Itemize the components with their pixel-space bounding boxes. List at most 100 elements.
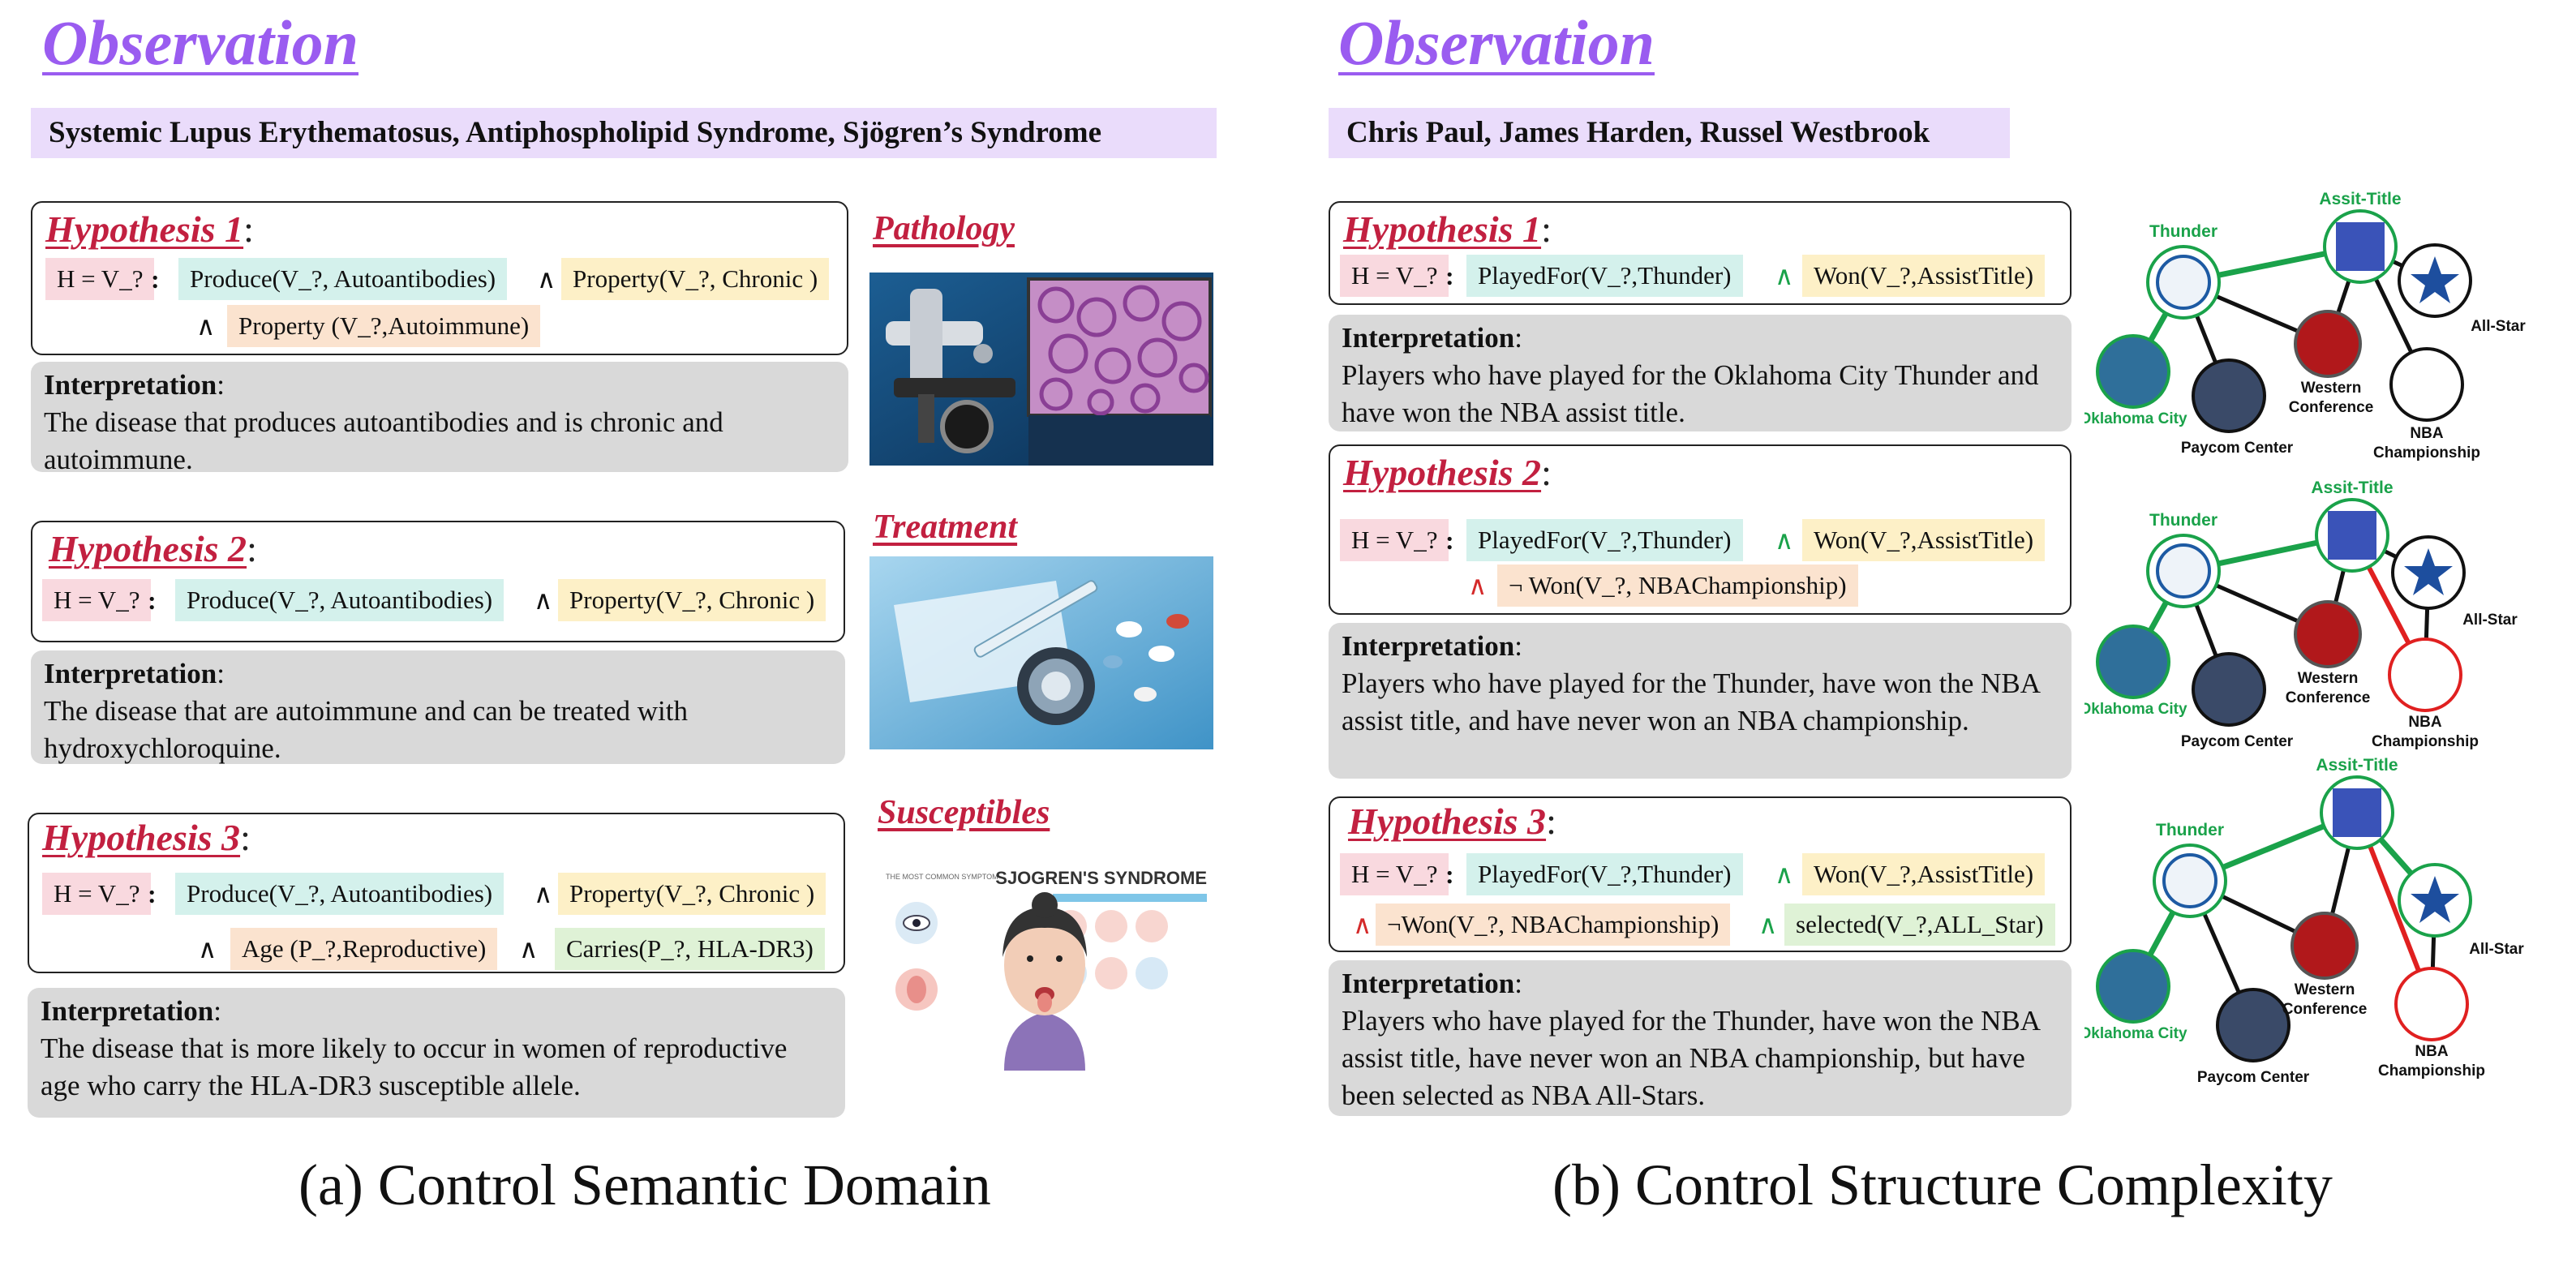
won-assist-predicate: Won(V_?,AssistTitle) <box>1802 853 2046 895</box>
microscope-image <box>869 273 1213 466</box>
right-observation-title: Observation <box>1338 7 1655 78</box>
node-thunder-label: Thunder <box>2149 511 2218 530</box>
poster-title: SJOGREN'S SYNDROME <box>995 868 1207 888</box>
and-operator: ∧ <box>1775 860 1794 889</box>
h-variable-token: H = V_? <box>1340 519 1449 561</box>
node-allstar-label: All-Star <box>2469 941 2524 958</box>
h-variable-token: H = V_? <box>45 258 155 300</box>
knowledge-graph-1: Thunder Assit-Title All-Star Oklahoma Ci… <box>2084 190 2526 461</box>
node-western-label: Western <box>2301 380 2362 397</box>
node-thunder-label: Thunder <box>2149 222 2218 241</box>
won-assist-predicate: Won(V_?,AssistTitle) <box>1802 519 2046 561</box>
and-operator: ∧ <box>1775 526 1794 555</box>
right-caption: (b) Control Structure Complexity <box>1552 1153 2333 1217</box>
right-observation-bar: Chris Paul, James Harden, Russel Westbro… <box>1329 108 2010 158</box>
sjogren-poster-image: THE MOST COMMON SYMPTOM SJOGREN'S SYNDRO… <box>882 860 1215 1071</box>
h-variable-token: H = V_? <box>1340 255 1449 297</box>
not-won-championship-predicate: ¬ Won(V_?, NBAChampionship) <box>1497 564 1858 607</box>
age-predicate: Age (P_?,Reproductive) <box>230 928 498 970</box>
right-hypothesis-1-box: Hypothesis 1: H = V_? : PlayedFor(V_?,Th… <box>1329 201 2072 305</box>
separator-colon: : <box>148 879 157 908</box>
left-interpretation-3: Interpretation: The disease that is more… <box>28 988 845 1118</box>
separator-colon: : <box>1445 261 1454 290</box>
node-championship-label: Championship <box>2373 444 2480 461</box>
left-interpretation-1: Interpretation: The disease that produce… <box>31 362 848 475</box>
poster-small-text: THE MOST COMMON SYMPTOM <box>886 873 998 881</box>
right-hypothesis-3-box: Hypothesis 3: H = V_? : PlayedFor(V_?,Th… <box>1329 796 2072 952</box>
property-chronic-predicate: Property(V_?, Chronic ) <box>561 258 830 300</box>
carries-predicate: Carries(P_?, HLA-DR3) <box>555 928 825 970</box>
right-interpretation-3: Interpretation: Players who have played … <box>1329 960 2072 1116</box>
right-interpretation-1: Interpretation: Players who have played … <box>1329 315 2072 431</box>
and-operator: ∧ <box>1468 571 1488 600</box>
node-conference-label: Conference <box>2286 689 2371 706</box>
right-hypothesis-2-box: Hypothesis 2: H = V_? : PlayedFor(V_?,Th… <box>1329 444 2072 615</box>
node-nba-label: NBA <box>2410 425 2443 442</box>
left-hypothesis-2-box: Hypothesis 2: H = V_? : Produce(V_?, Aut… <box>31 521 845 642</box>
knowledge-graph-2: Thunder Assit-Title All-Star Oklahoma Ci… <box>2084 479 2518 750</box>
left-caption: (a) Control Semantic Domain <box>298 1153 991 1217</box>
left-observation-bar: Systemic Lupus Erythematosus, Antiphosph… <box>31 108 1217 158</box>
and-operator: ∧ <box>1353 910 1372 939</box>
not-won-championship-predicate: ¬Won(V_?, NBAChampionship) <box>1376 904 1731 946</box>
node-okc-label: Oklahoma City <box>2084 701 2187 718</box>
node-paycom-label: Paycom Center <box>2197 1069 2310 1086</box>
and-operator: ∧ <box>537 264 556 294</box>
node-conference-label: Conference <box>2289 399 2374 416</box>
and-operator: ∧ <box>198 934 217 964</box>
left-interpretation-2: Interpretation: The disease that are aut… <box>31 650 845 764</box>
interpretation-text: Players who have played for the Thunder,… <box>1342 1005 2040 1111</box>
node-championship-label: Championship <box>2378 1062 2485 1080</box>
node-championship-label: Championship <box>2372 733 2479 750</box>
and-operator: ∧ <box>196 311 216 341</box>
left-hypothesis-1-box: Hypothesis 1: H = V_? : Produce(V_?, Aut… <box>31 201 848 355</box>
property-autoimmune-predicate: Property (V_?,Autoimmune) <box>227 305 541 347</box>
separator-colon: : <box>1445 860 1454 889</box>
produce-predicate: Produce(V_?, Autoantibodies) <box>175 873 504 915</box>
node-okc-label: Oklahoma City <box>2084 410 2187 427</box>
h-variable-token: H = V_? <box>1340 853 1449 895</box>
susceptibles-label: Susceptibles <box>878 794 1050 831</box>
node-nba-label: NBA <box>2408 714 2441 731</box>
node-allstar-label: All-Star <box>2471 318 2526 335</box>
and-operator: ∧ <box>534 879 553 908</box>
playedfor-predicate: PlayedFor(V_?,Thunder) <box>1466 519 1743 561</box>
produce-predicate: Produce(V_?, Autoantibodies) <box>178 258 508 300</box>
node-paycom-label: Paycom Center <box>2181 440 2294 457</box>
and-operator: ∧ <box>519 934 539 964</box>
separator-colon: : <box>1445 526 1454 555</box>
left-observation-title: Observation <box>42 7 358 78</box>
node-allstar-label: All-Star <box>2462 612 2518 629</box>
property-chronic-predicate: Property(V_?, Chronic ) <box>558 873 826 915</box>
right-hypothesis-2-title: Hypothesis 2: <box>1343 452 1552 493</box>
interpretation-text: The disease that are autoimmune and can … <box>44 695 688 764</box>
and-operator: ∧ <box>534 586 553 615</box>
left-hypothesis-2-title: Hypothesis 2: <box>49 528 257 569</box>
pathology-label: Pathology <box>873 210 1015 247</box>
knowledge-graphs: Thunder Assit-Title All-Star Oklahoma Ci… <box>2084 190 2526 1086</box>
h-variable-token: H = V_? <box>42 873 152 915</box>
separator-colon: : <box>151 264 160 294</box>
playedfor-predicate: PlayedFor(V_?,Thunder) <box>1466 853 1743 895</box>
interpretation-text: The disease that produces autoantibodies… <box>44 406 723 475</box>
interpretation-text: The disease that is more likely to occur… <box>41 1032 788 1101</box>
playedfor-predicate: PlayedFor(V_?,Thunder) <box>1466 255 1743 297</box>
left-hypothesis-3-box: Hypothesis 3: H = V_? : Produce(V_?, Aut… <box>28 813 845 973</box>
node-nba-label: NBA <box>2415 1043 2448 1060</box>
node-western-label: Western <box>2295 981 2355 998</box>
treatment-image <box>869 556 1213 749</box>
selected-allstar-predicate: selected(V_?,ALL_Star) <box>1784 904 2055 946</box>
right-hypothesis-1-title: Hypothesis 1: <box>1343 208 1552 250</box>
and-operator: ∧ <box>1758 910 1778 939</box>
right-hypothesis-3-title: Hypothesis 3: <box>1348 801 1556 842</box>
interpretation-text: Players who have played for the Oklahoma… <box>1342 359 2039 428</box>
node-conference-label: Conference <box>2282 1001 2368 1018</box>
knowledge-graph-3: Thunder Assit-Title All-Star Oklahoma Ci… <box>2084 756 2524 1086</box>
node-assist-title-label: Assit-Title <box>2311 479 2393 497</box>
node-assist-title-label: Assit-Title <box>2319 190 2401 208</box>
h-variable-token: H = V_? <box>42 579 152 621</box>
right-interpretation-2: Interpretation: Players who have played … <box>1329 623 2072 779</box>
left-hypothesis-3-title: Hypothesis 3: <box>42 817 251 858</box>
won-assist-predicate: Won(V_?,AssistTitle) <box>1802 255 2046 297</box>
node-thunder-label: Thunder <box>2156 821 2224 839</box>
